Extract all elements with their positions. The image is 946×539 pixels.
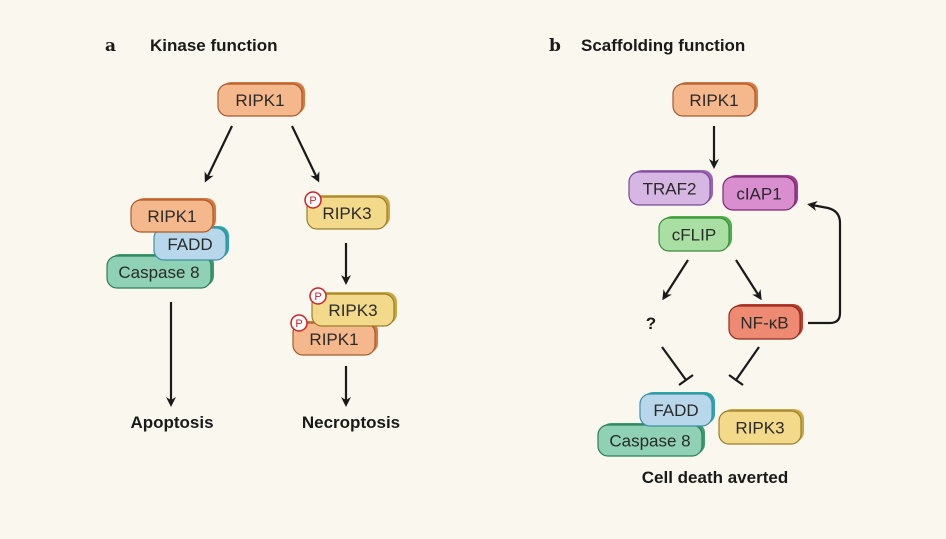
b-ciap1-label: cIAP1 xyxy=(736,185,781,204)
a-outcome-apoptosis: Apoptosis xyxy=(130,413,213,432)
b-traf2-label: TRAF2 xyxy=(643,180,697,199)
pill-body xyxy=(658,217,730,252)
b-traf2: TRAF2 xyxy=(628,170,713,206)
a-necrosome-ripk1-label: RIPK1 xyxy=(309,330,358,349)
phosphate-circle xyxy=(304,191,322,209)
b-ripk1: RIPK1 xyxy=(672,82,758,117)
panel-a-letter: a xyxy=(105,36,116,56)
a-ripk1-top-label: RIPK1 xyxy=(235,91,284,110)
b-outcome-cell-death-averted: Cell death averted xyxy=(642,468,788,487)
a-ripk1-complex: RIPK1 xyxy=(130,198,216,233)
phospho-label: P xyxy=(314,291,321,303)
pill-body xyxy=(628,171,711,206)
a-arrow-to-ripk3 xyxy=(291,125,320,183)
b-inhibit-unknown-to-fadd xyxy=(661,346,694,386)
b-nfkb: NF-κB xyxy=(728,304,803,340)
a-caspase8: Caspase 8 xyxy=(106,254,214,289)
b-caspase8-label: Caspase 8 xyxy=(609,432,690,451)
b-nfkb-label: NF-κB xyxy=(740,314,788,333)
phosphate-circle xyxy=(309,287,327,305)
panel-b-header: b Scaffolding function xyxy=(549,36,745,56)
b-fadd-label: FADD xyxy=(653,401,698,420)
b-fadd: FADD xyxy=(639,392,715,427)
b-ripk3-label: RIPK3 xyxy=(735,419,784,438)
panel-b-title: Scaffolding function xyxy=(581,36,745,55)
a-outcome-necroptosis: Necroptosis xyxy=(302,413,400,432)
panel-a-header: a Kinase function xyxy=(105,36,278,56)
a-fadd-label: FADD xyxy=(167,235,212,254)
pill-body xyxy=(311,293,395,327)
b-arrow-to-unknown xyxy=(662,259,689,301)
a-necrosome-ripk3-label: RIPK3 xyxy=(328,301,377,320)
b-ripk1-label: RIPK1 xyxy=(689,91,738,110)
panel-b-letter: b xyxy=(549,36,561,56)
phosphate-circle xyxy=(290,314,308,332)
a-ripk3-label: RIPK3 xyxy=(322,204,371,223)
b-caspase8: Caspase 8 xyxy=(597,423,705,457)
a-ripk1-top: RIPK1 xyxy=(217,82,305,117)
b-cflip-label: cFLIP xyxy=(672,226,716,245)
pill-body xyxy=(130,199,214,233)
panel-a-title: Kinase function xyxy=(150,36,278,55)
a-caspase8-label: Caspase 8 xyxy=(118,263,199,282)
pill-body xyxy=(672,83,756,117)
b-ciap1: cIAP1 xyxy=(722,175,798,211)
b-cflip: cFLIP xyxy=(658,216,732,252)
b-inhibit-nfkb-to-ripk3 xyxy=(728,346,760,386)
phospho-label: P xyxy=(309,195,316,207)
a-arrow-to-apoptosis-complex xyxy=(204,125,233,183)
a-necrosome-ripk3-phospho: P xyxy=(309,287,327,305)
pill-body xyxy=(722,176,796,211)
a-necrosome-ripk1: RIPK1 xyxy=(292,321,378,356)
a-fadd: FADD xyxy=(153,226,229,261)
a-ripk3-phospho: P xyxy=(304,191,322,209)
phospho-label: P xyxy=(295,318,302,330)
pill-body xyxy=(718,410,802,445)
b-feedback-arrow-to-ciap1 xyxy=(807,201,842,325)
b-arrow-to-nfkb xyxy=(735,259,762,301)
pill-body xyxy=(728,305,801,340)
pill-body xyxy=(639,393,713,427)
b-unknown-mediator: ? xyxy=(646,314,656,333)
a-necrosome-ripk1-phospho: P xyxy=(290,314,308,332)
pill-body xyxy=(217,83,303,117)
a-necrosome-ripk3: RIPK3 xyxy=(311,292,397,327)
pill-body xyxy=(306,196,388,230)
b-ripk3: RIPK3 xyxy=(718,409,804,445)
a-ripk1-complex-label: RIPK1 xyxy=(147,207,196,226)
a-ripk3: RIPK3 xyxy=(306,195,390,230)
